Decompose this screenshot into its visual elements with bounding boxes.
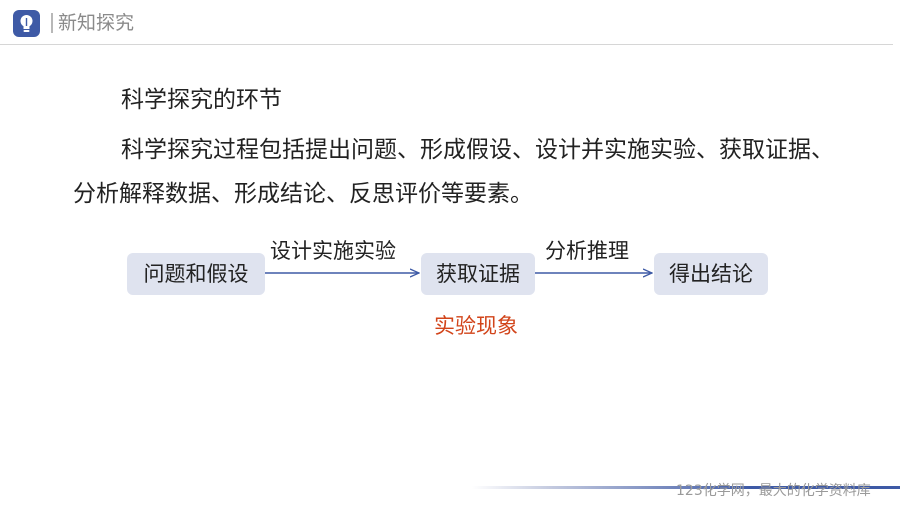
note-phenomenon: 实验现象: [434, 314, 518, 338]
arrow-label-reasoning: 分析推理: [545, 239, 629, 263]
page-title: 新知探究: [58, 12, 135, 34]
body-paragraph: 科学探究过程包括提出问题、形成假设、设计并实施实验、获取证据、分析解释数据、形成…: [73, 137, 834, 207]
lightbulb-icon: [13, 10, 40, 37]
header-rule: [0, 44, 893, 45]
step-question-hypothesis: 问题和假设: [127, 253, 265, 295]
header: 新知探究: [0, 0, 900, 46]
header-divider: [51, 13, 53, 33]
step-conclusion: 得出结论: [654, 253, 768, 295]
section-heading: 科学探究的环节: [121, 87, 282, 113]
step-collect-evidence: 获取证据: [421, 253, 535, 295]
footer-rule: [472, 486, 900, 489]
arrow-label-experiment: 设计实施实验: [270, 239, 396, 263]
footer-watermark: 123化学网，最大的化学资料库: [676, 483, 871, 499]
